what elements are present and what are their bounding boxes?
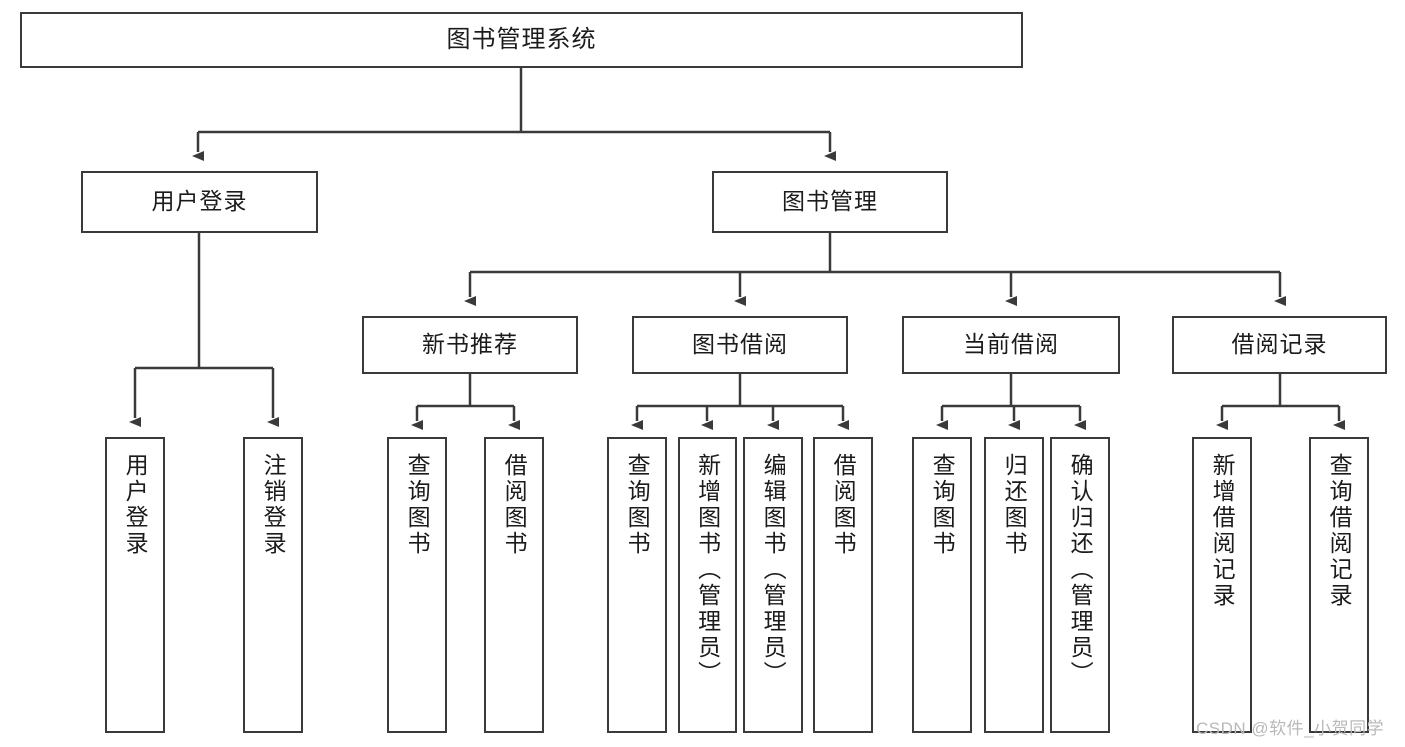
node-leaf-add-book-label: 新增图书（管理员） <box>694 453 721 687</box>
node-leaf-query-record-label: 查询借阅记录 <box>1326 453 1353 609</box>
node-root[interactable]: 图书管理系统 <box>20 12 1023 68</box>
node-leaf-query-book-2[interactable]: 查询图书 <box>607 437 667 733</box>
node-leaf-borrow-book-2[interactable]: 借阅图书 <box>813 437 873 733</box>
node-book-manage-label: 图书管理 <box>782 188 878 215</box>
node-leaf-borrow-book-1[interactable]: 借阅图书 <box>484 437 544 733</box>
node-leaf-user-logout[interactable]: 注销登录 <box>243 437 303 733</box>
node-new-book-recommend[interactable]: 新书推荐 <box>362 316 578 374</box>
node-book-borrow-label: 图书借阅 <box>692 331 788 358</box>
node-leaf-user-login-label: 用户登录 <box>122 453 149 557</box>
node-leaf-edit-book[interactable]: 编辑图书（管理员） <box>743 437 803 733</box>
node-leaf-confirm-return-label: 确认归还（管理员） <box>1067 453 1094 687</box>
node-leaf-edit-book-label: 编辑图书（管理员） <box>760 453 787 687</box>
node-leaf-return-book[interactable]: 归还图书 <box>984 437 1044 733</box>
node-leaf-query-book-1-label: 查询图书 <box>404 453 431 557</box>
node-leaf-add-record[interactable]: 新增借阅记录 <box>1192 437 1252 733</box>
node-leaf-query-book-3-label: 查询图书 <box>929 453 956 557</box>
node-leaf-borrow-book-1-label: 借阅图书 <box>501 453 528 557</box>
node-leaf-query-book-3[interactable]: 查询图书 <box>912 437 972 733</box>
node-leaf-add-book[interactable]: 新增图书（管理员） <box>678 437 737 733</box>
node-new-book-recommend-label: 新书推荐 <box>422 331 518 358</box>
node-borrow-record[interactable]: 借阅记录 <box>1172 316 1387 374</box>
node-user-login[interactable]: 用户登录 <box>81 171 318 233</box>
node-leaf-user-login[interactable]: 用户登录 <box>105 437 165 733</box>
node-user-login-label: 用户登录 <box>151 188 248 215</box>
node-book-borrow[interactable]: 图书借阅 <box>632 316 848 374</box>
node-leaf-return-book-label: 归还图书 <box>1001 453 1028 557</box>
node-current-borrow[interactable]: 当前借阅 <box>902 316 1120 374</box>
node-leaf-query-record[interactable]: 查询借阅记录 <box>1309 437 1369 733</box>
node-leaf-query-book-1[interactable]: 查询图书 <box>387 437 447 733</box>
node-leaf-confirm-return[interactable]: 确认归还（管理员） <box>1050 437 1110 733</box>
node-leaf-query-book-2-label: 查询图书 <box>624 453 651 557</box>
node-root-label: 图书管理系统 <box>446 25 597 53</box>
node-current-borrow-label: 当前借阅 <box>963 331 1059 358</box>
watermark-text: CSDN @软件_小贺同学 <box>1196 719 1385 738</box>
node-leaf-add-record-label: 新增借阅记录 <box>1209 453 1236 609</box>
node-book-manage[interactable]: 图书管理 <box>712 171 948 233</box>
node-borrow-record-label: 借阅记录 <box>1231 331 1328 358</box>
node-leaf-borrow-book-2-label: 借阅图书 <box>830 453 857 557</box>
node-leaf-user-logout-label: 注销登录 <box>260 453 287 557</box>
